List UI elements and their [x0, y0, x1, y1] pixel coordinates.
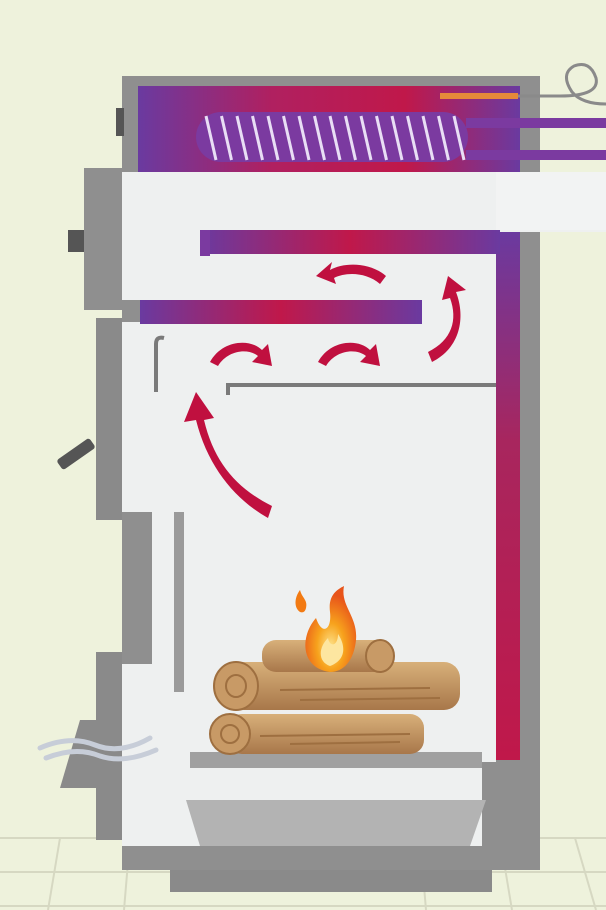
top-door-handle — [116, 108, 124, 136]
upper-baffle-lip — [200, 230, 210, 256]
upper-door-knob — [68, 230, 84, 252]
feed-door — [96, 318, 122, 520]
smoke-flue-pipe — [496, 172, 606, 230]
upper-baffle — [200, 230, 500, 254]
middle-baffle — [140, 300, 422, 324]
right-water-jacket — [496, 230, 520, 760]
ash-pan — [186, 800, 486, 846]
lower-left-liner — [174, 512, 184, 692]
